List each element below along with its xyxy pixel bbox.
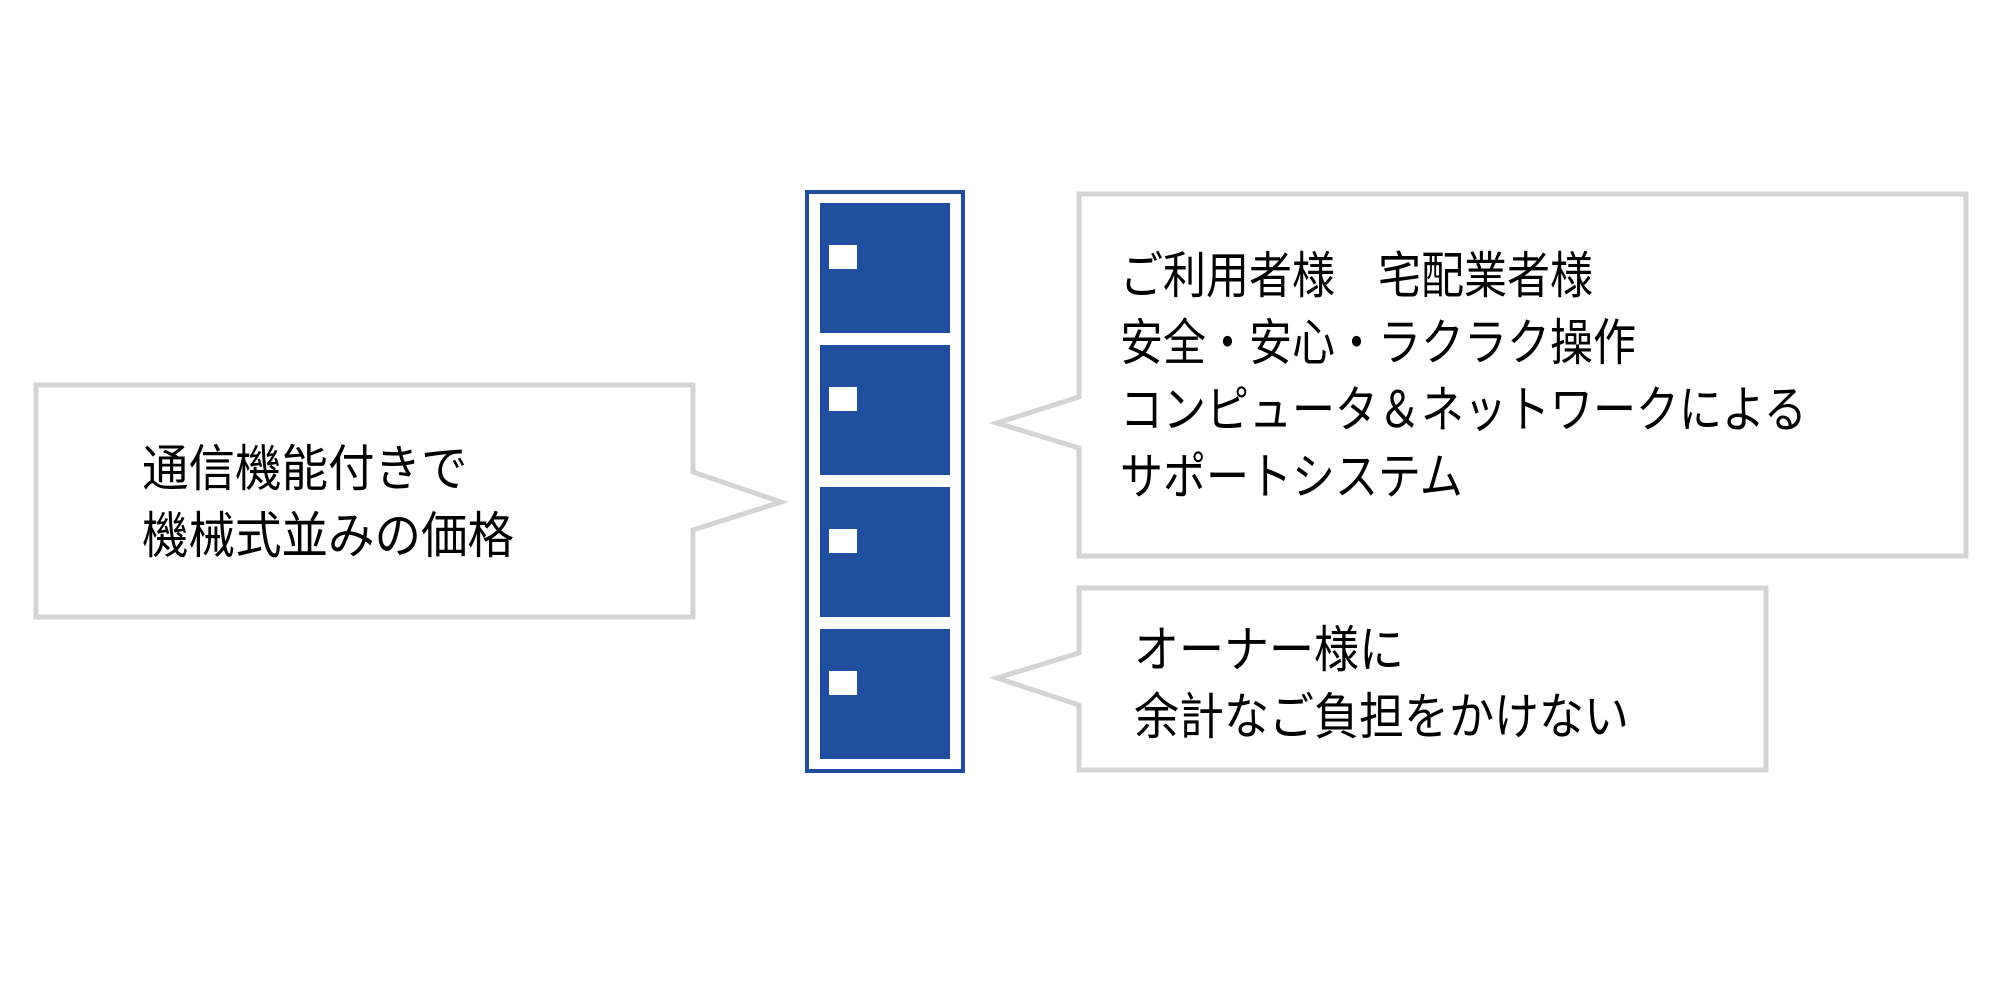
- locker-compartment: [820, 487, 950, 617]
- right-top-callout-text: ご利用者様 宅配業者様 安全・安心・ラクラク操作 コンピュータ＆ネットワークによ…: [1120, 243, 1919, 511]
- door-indicator-icon: [829, 671, 857, 695]
- left-callout-line: 機械式並みの価格: [142, 507, 514, 565]
- door-indicator-icon: [829, 245, 857, 269]
- locker-compartment: [820, 345, 950, 475]
- left-callout-box: [33, 382, 789, 620]
- left-callout-text: 通信機能付きで 機械式並みの価格: [142, 436, 542, 570]
- locker-compartment: [820, 629, 950, 759]
- right-top-callout-line: 安全・安心・ラクラク操作: [1120, 314, 1636, 372]
- right-top-callout-box: [988, 191, 1969, 559]
- right-bottom-callout-line: オーナー様に: [1134, 621, 1404, 679]
- locker-unit-icon: [805, 190, 965, 773]
- left-callout-line: 通信機能付きで: [142, 440, 468, 498]
- door-indicator-icon: [829, 529, 857, 553]
- door-indicator-icon: [829, 387, 857, 411]
- locker-compartment: [820, 203, 950, 333]
- right-bottom-callout-line: 余計なご負担をかけない: [1134, 688, 1629, 746]
- right-top-callout-line: コンピュータ＆ネットワークによる: [1120, 381, 1807, 439]
- right-top-callout-line: サポートシステム: [1120, 448, 1463, 506]
- right-bottom-callout-text: オーナー様に 余計なご負担をかけない: [1134, 617, 1684, 751]
- right-bottom-callout-box: [988, 585, 1769, 773]
- right-top-callout-line: ご利用者様 宅配業者様: [1120, 247, 1593, 305]
